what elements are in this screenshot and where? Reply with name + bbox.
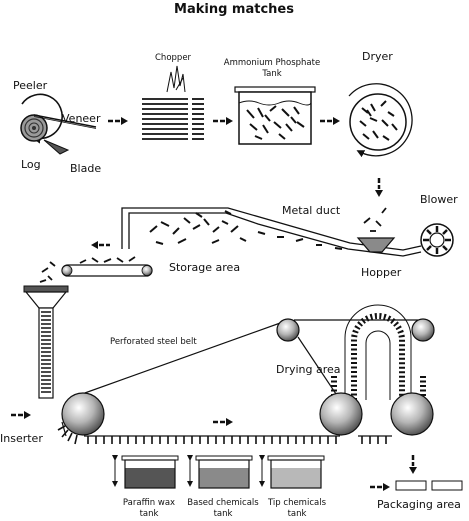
- chopped-veneer-stack: [142, 98, 204, 140]
- paraffin-wax-tank: [112, 455, 179, 489]
- belt-rollers: [61, 318, 435, 436]
- based-fill: [199, 468, 249, 488]
- flow-arrow-3b: [11, 411, 31, 419]
- belt-teeth: [57, 425, 387, 445]
- based-label-line1: Based chemicals: [187, 498, 259, 508]
- drying-loop: [331, 304, 426, 400]
- tank-label-line2: Tank: [261, 69, 281, 79]
- log-label: Log: [21, 158, 41, 171]
- flow-arrow-5: [370, 483, 390, 491]
- flow-arrow-down-1: [375, 178, 383, 197]
- chopper-label: Chopper: [155, 53, 192, 63]
- packaging-area-label: Packaging area: [377, 498, 461, 511]
- hopper-label: Hopper: [361, 266, 402, 279]
- dryer-label: Dryer: [362, 50, 393, 63]
- flow-arrow-left-1: [91, 241, 110, 249]
- blade-label: Blade: [70, 162, 101, 175]
- flow-arrow-2: [213, 117, 233, 125]
- flow-arrow-3: [320, 117, 340, 125]
- packaging-boxes: [395, 480, 463, 491]
- peeler-label: Peeler: [13, 79, 48, 92]
- ammonium-phosphate-tank: [234, 86, 316, 145]
- duct-matches: [149, 210, 343, 250]
- veneer-label: Veneer: [62, 112, 101, 125]
- tip-chemicals-tank: [259, 455, 325, 489]
- peeler-log: [20, 93, 97, 144]
- flow-arrow-down-2: [409, 455, 417, 474]
- inserter-label: Inserter: [0, 432, 43, 445]
- storage-area-label: Storage area: [169, 261, 240, 274]
- paraffin-label-line1: Paraffin wax: [123, 498, 175, 508]
- metal-duct-label: Metal duct: [282, 204, 341, 217]
- blower-fan: [420, 223, 454, 257]
- blower-label: Blower: [420, 193, 458, 206]
- inserter-funnel: [23, 285, 69, 399]
- based-chemicals-tank: [187, 455, 253, 489]
- flow-arrow-1: [108, 117, 128, 125]
- drying-area-label: Drying area: [276, 363, 341, 376]
- blade-icon: [43, 139, 70, 155]
- metal-duct: [121, 207, 422, 257]
- chopper-icon: [166, 65, 186, 93]
- tip-fill: [271, 468, 321, 488]
- paraffin-fill: [125, 468, 175, 488]
- tip-label-line1: Tip chemicals: [267, 498, 327, 508]
- based-label-line2: tank: [214, 509, 233, 519]
- tip-label-line2: tank: [288, 509, 307, 519]
- diagram-title: Making matches: [174, 2, 294, 17]
- dryer-drum: [348, 83, 413, 158]
- hopper: [356, 207, 396, 253]
- perforated-belt-label: Perforated steel belt: [110, 337, 197, 347]
- paraffin-label-line2: tank: [140, 509, 159, 519]
- storage-conveyor: [39, 256, 153, 283]
- tank-label-line1: Ammonium Phosphate: [224, 58, 320, 68]
- flow-arrow-4: [213, 418, 233, 426]
